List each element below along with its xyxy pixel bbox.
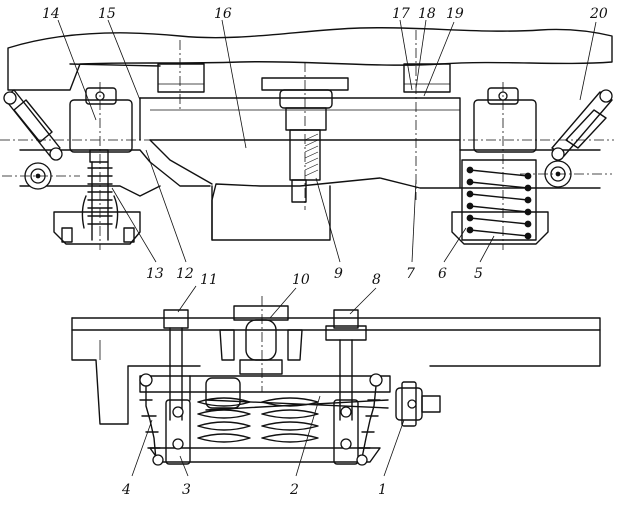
spring-plank	[149, 447, 381, 463]
right-hydraulic-damper	[551, 89, 613, 161]
center-pivot-body	[285, 107, 327, 131]
left-hydraulic-damper	[3, 89, 63, 161]
lower-view	[71, 296, 601, 466]
bolster-left-slope	[149, 139, 213, 185]
label-9: 9	[334, 266, 343, 282]
right-axle-end	[520, 160, 612, 188]
chain-left	[139, 373, 164, 466]
right-bolster-block	[403, 63, 451, 93]
hanger-left	[165, 399, 191, 465]
label-18: 18	[418, 6, 436, 22]
lower-damper	[395, 381, 441, 427]
label-11: 11	[200, 272, 218, 288]
right-axle-box	[473, 99, 537, 153]
left-axle-end	[2, 162, 80, 190]
label-3: 3	[182, 482, 191, 498]
label-2: 2	[289, 482, 299, 498]
label-4: 4	[121, 482, 131, 498]
left-chain-link	[81, 149, 119, 241]
label-6: 6	[438, 266, 447, 282]
car-body-outline	[7, 26, 613, 91]
center-pivot-bowl	[279, 89, 333, 109]
center-pin-nut	[291, 179, 307, 203]
bolt-left	[163, 309, 189, 421]
hanger-right	[333, 399, 359, 465]
right-coil-spring	[461, 159, 537, 241]
label-1: 1	[378, 482, 387, 498]
center-pin-hatching	[304, 133, 319, 177]
leader-lines-lower	[131, 285, 405, 477]
upper-view	[0, 26, 614, 250]
body-edge-left	[69, 63, 161, 67]
label-13: 13	[146, 266, 164, 282]
labels: 14 15 16 17 18 19 20 13 12 9 7 6 5 11 10…	[42, 6, 608, 498]
label-19: 19	[446, 6, 464, 22]
lower-bolster-frame	[139, 375, 391, 393]
underframe	[71, 317, 601, 367]
label-15: 15	[98, 6, 116, 22]
label-20: 20	[589, 6, 608, 22]
label-17: 17	[392, 6, 410, 22]
left-spring-seat	[53, 211, 141, 245]
label-7: 7	[406, 266, 415, 282]
bolster-beam	[139, 97, 461, 241]
leader-lines-upper	[57, 19, 597, 263]
left-bolster-block	[157, 63, 205, 93]
label-14: 14	[42, 6, 60, 22]
label-5: 5	[474, 266, 483, 282]
label-16: 16	[214, 6, 232, 22]
left-axle-box	[69, 99, 133, 153]
label-8: 8	[372, 272, 381, 288]
chain-right	[356, 373, 383, 466]
label-10: 10	[292, 272, 310, 288]
right-spring-seat	[451, 211, 549, 245]
label-12: 12	[176, 266, 194, 282]
